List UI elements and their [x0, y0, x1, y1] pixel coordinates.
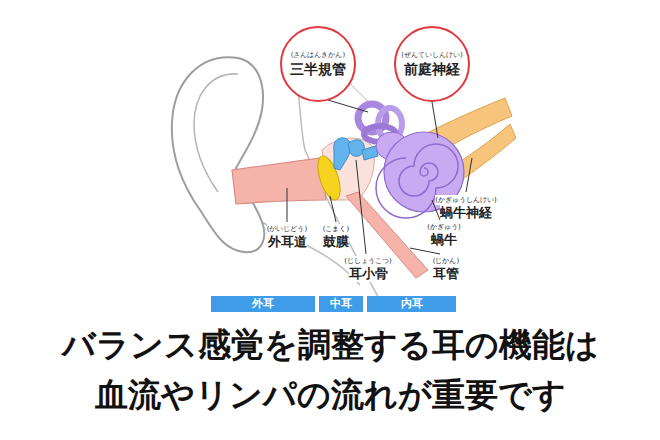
part-label: 蝸牛 — [431, 232, 457, 248]
furigana: (ぜんていしんけい) — [401, 50, 462, 60]
part-name: 三半規管 — [290, 60, 346, 78]
furigana: (じしょうこつ) — [344, 256, 391, 266]
ossicle — [362, 146, 378, 160]
region-band: 外耳 — [211, 296, 315, 312]
leader-line — [328, 100, 368, 112]
ossicle — [334, 138, 351, 170]
part-label: 鼓膜 — [323, 234, 349, 250]
leader-line — [410, 248, 440, 254]
part-label: 耳管 — [433, 266, 459, 282]
auricle-fold — [194, 74, 238, 192]
leader-line — [356, 160, 366, 254]
region-name: 中耳 — [330, 297, 352, 311]
region-name: 内耳 — [401, 297, 423, 311]
auricle — [172, 57, 264, 252]
highlight-circle: (ぜんていしんけい)前庭神経 — [394, 26, 470, 102]
furigana: (さんはんきかん) — [291, 50, 345, 60]
part-label: 耳小骨 — [349, 266, 388, 282]
region-name: 外耳 — [252, 297, 274, 311]
leader-line — [466, 158, 472, 192]
bone-line — [262, 222, 360, 285]
furigana: (かぎゅうしんけい) — [435, 195, 496, 205]
region-band: 中耳 — [319, 296, 363, 312]
furigana: (かぎゅう) — [427, 222, 460, 232]
leader-line — [330, 196, 336, 222]
caption: バランス感覚を調整する耳の機能は 血流やリンパの流れが重要です — [20, 320, 640, 420]
highlight-circle: (さんはんきかん)三半規管 — [280, 26, 356, 102]
furigana: (こまく) — [323, 224, 349, 234]
furigana: (がいじどう) — [267, 224, 307, 234]
ossicle — [348, 140, 364, 157]
furigana: (じかん) — [433, 256, 459, 266]
part-name: 前庭神経 — [404, 60, 460, 78]
leader-line — [432, 102, 438, 138]
part-label: 蝸牛神経 — [440, 205, 492, 221]
leader-line — [287, 188, 288, 222]
ear-canal — [232, 158, 326, 204]
region-band: 内耳 — [367, 296, 456, 312]
part-label: 外耳道 — [268, 234, 307, 250]
